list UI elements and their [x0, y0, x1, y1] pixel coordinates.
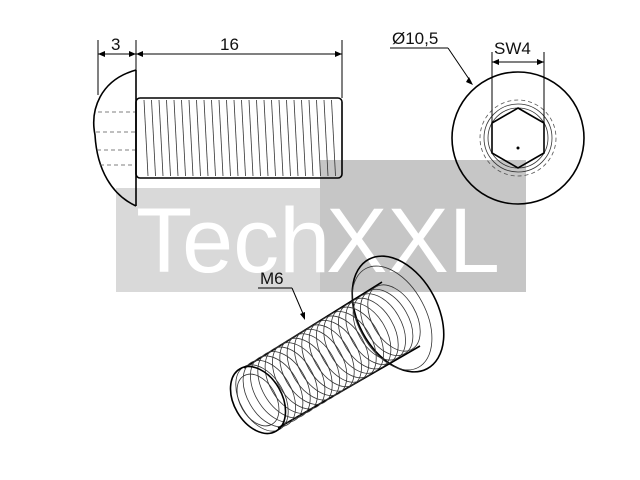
thread-line: [196, 99, 201, 177]
thread-line: [203, 99, 209, 177]
arrow-head: [492, 59, 499, 65]
screw-head-side: [93, 69, 137, 207]
thread-ring: [264, 346, 318, 414]
thread-ring: [286, 333, 340, 401]
thread-ring: [330, 306, 384, 374]
arrow-head: [335, 51, 342, 57]
thread-line: [301, 99, 306, 177]
hex-socket: [491, 107, 545, 169]
leader-line-thread: [291, 287, 305, 317]
shaft-tip-chamfer: [236, 373, 280, 427]
thread-ring: [316, 315, 370, 383]
thread-ring: [360, 288, 414, 356]
threaded-shaft: [135, 97, 343, 179]
thread-line: [241, 99, 246, 177]
dim-head-length: 3: [111, 35, 120, 54]
thread-line: [271, 99, 276, 177]
dim-thread: M6: [260, 269, 284, 288]
thread-ring: [257, 351, 311, 419]
thread-line: [308, 99, 314, 177]
thread-line: [248, 99, 254, 177]
thread-line: [151, 99, 156, 177]
thread-line: [158, 99, 164, 177]
thread-ring: [294, 328, 348, 396]
thread-line: [211, 99, 216, 177]
thread-line: [143, 99, 149, 177]
arrow-head: [129, 51, 136, 57]
socket-circle-hidden: [479, 99, 557, 177]
thread-line: [316, 99, 321, 177]
thread-line: [331, 99, 336, 177]
thread-line: [218, 99, 224, 177]
thread-line: [181, 99, 186, 177]
thread-line: [293, 99, 299, 177]
thread-ring: [323, 311, 377, 379]
leader-line-diameter: [447, 47, 472, 83]
thread-ring: [272, 342, 326, 410]
watermark-text-xxl: XXL: [326, 190, 500, 292]
isometric-view: M6: [229, 255, 445, 435]
thread-line: [188, 99, 194, 177]
thread-ring: [338, 302, 392, 370]
arrow-head: [136, 51, 143, 57]
watermark-box: [320, 160, 526, 292]
thread-ring: [250, 355, 304, 423]
thread-line: [226, 99, 231, 177]
thread-line: [256, 99, 261, 177]
thread-lines: [143, 99, 336, 177]
shaft-tip: [229, 365, 287, 435]
screw-head-iso: [351, 255, 445, 373]
socket-circle: [487, 107, 549, 169]
socket-circle: [483, 103, 553, 173]
thread-ring: [301, 324, 355, 392]
thread-line: [263, 99, 269, 177]
arrow-head: [98, 51, 105, 57]
screw-head-iso-inner: [351, 265, 433, 371]
thread-ring: [279, 337, 333, 405]
thread-line: [286, 99, 291, 177]
dim-hex-size: SW4: [494, 39, 531, 58]
center-point: [516, 146, 520, 150]
dim-head-diameter: Ø10,5: [392, 29, 438, 48]
watermark-text-tech: Tech: [136, 190, 330, 292]
thread-line: [173, 99, 179, 177]
thread-line: [278, 99, 284, 177]
thread-ring: [352, 293, 406, 361]
screw-head-end: [451, 71, 585, 205]
thread-ring: [308, 320, 362, 388]
end-view: SW4 Ø10,5: [390, 29, 585, 205]
arrow-head: [300, 312, 305, 320]
thread-ring: [367, 284, 421, 352]
thread-line: [166, 99, 171, 177]
dim-shaft-length: 16: [220, 35, 239, 54]
watermark: Tech XXL: [116, 160, 526, 292]
thread-line: [323, 99, 329, 177]
arrow-head: [537, 59, 544, 65]
thread-ring: [242, 360, 296, 428]
side-view: 3 16: [93, 35, 343, 207]
arrow-head: [466, 77, 473, 85]
thread-line: [233, 99, 239, 177]
thread-ring: [345, 297, 399, 365]
